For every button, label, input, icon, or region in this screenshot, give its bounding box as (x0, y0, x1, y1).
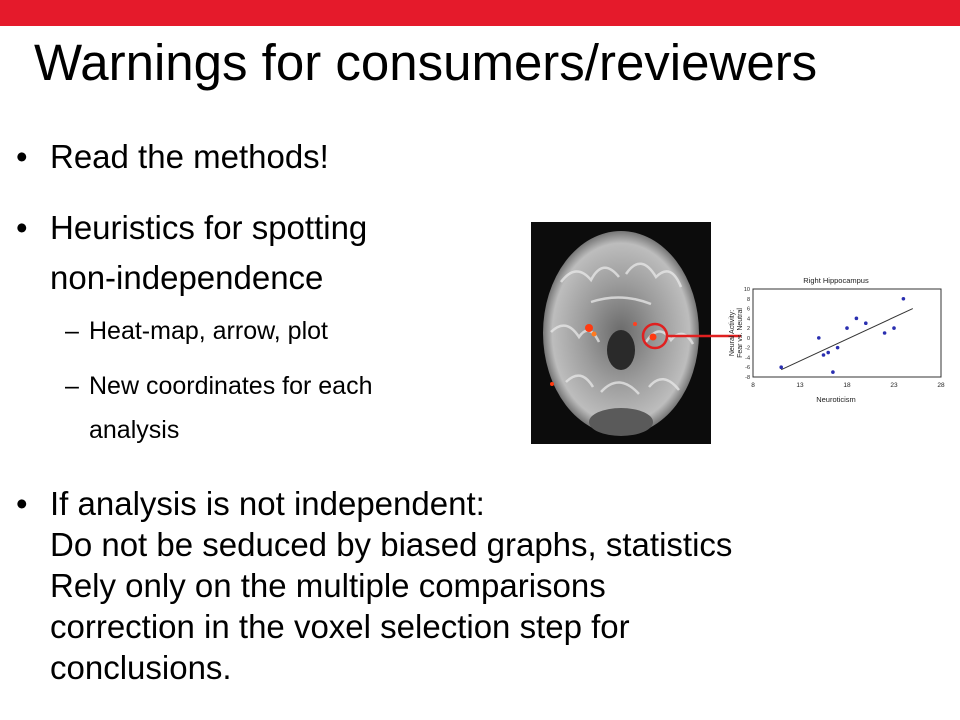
y-tick-label: -8 (745, 375, 750, 381)
cerebellum (589, 408, 653, 436)
activation-blob-left (585, 324, 593, 332)
x-tick-label: 8 (751, 382, 755, 389)
plot-title: Right Hippocampus (803, 276, 869, 285)
activation-blob-left-small (591, 331, 597, 337)
bullet-text-line3: Rely only on the multiple comparisons (50, 567, 606, 604)
y-tick-labels: 10 8 6 4 2 0 -2 -4 -6 -8 (744, 287, 750, 381)
sub-bullet-text: Heat-map, arrow, plot (89, 317, 328, 345)
scatter-point (831, 370, 835, 374)
x-axis-label: Neuroticism (816, 395, 856, 404)
y-tick-label: -4 (745, 355, 750, 361)
sub-bullet-text-line2: analysis (89, 416, 180, 444)
x-tick-label: 13 (796, 382, 804, 389)
y-tick-label: -2 (745, 346, 750, 352)
bullet-text-line2: Do not be seduced by biased graphs, stat… (50, 526, 733, 563)
sub-bullet-text-line1: New coordinates for each (89, 372, 373, 400)
brain-ventricle (607, 330, 635, 370)
bullet-text: Read the methods! (50, 138, 329, 175)
scatter-point (854, 316, 859, 321)
bullet-text-line4: correction in the voxel selection step f… (50, 608, 630, 645)
y-tick-label: 0 (747, 336, 750, 342)
x-tick-label: 23 (890, 382, 898, 389)
x-tick-label: 18 (843, 382, 851, 389)
bullet-marker: • (16, 138, 28, 175)
slide-title: Warnings for consumers/reviewers (34, 34, 818, 91)
activation-blob-lower (550, 382, 554, 386)
bullet-text-line2: non-independence (50, 259, 324, 296)
x-tick-labels: 8 13 18 23 28 (751, 382, 945, 389)
y-tick-label: 6 (747, 307, 750, 313)
brain-scan-figure: Right Hippocampus 10 8 6 4 2 0 -2 -4 -6 -8 8 13 18 2… (531, 222, 945, 444)
scatter-points (779, 296, 906, 374)
regression-line-path (780, 308, 914, 371)
y-tick-label: 8 (747, 297, 750, 303)
regression-line (780, 308, 914, 371)
scatter-point (826, 350, 830, 355)
scatter-point (779, 365, 783, 370)
scatter-point (864, 321, 868, 326)
plot-frame (752, 288, 942, 378)
activation-blob-right (649, 333, 657, 341)
bullet-text-line1: If analysis is not independent: (50, 485, 485, 522)
sub-bullet-marker: – (65, 372, 79, 400)
y-axis-label-line2: Fear vs. Neutral (737, 308, 744, 358)
activation-blob-center (633, 322, 637, 326)
y-tick-label: 10 (744, 287, 750, 293)
y-axis-label-line1: Neural Activity: (729, 310, 736, 356)
scatter-point (882, 331, 887, 335)
scatter-plot: Right Hippocampus 10 8 6 4 2 0 -2 -4 -6 -8 8 13 18 2… (729, 276, 945, 404)
bullet-text-line1: Heuristics for spotting (50, 209, 368, 246)
top-accent-bar (0, 0, 960, 26)
scatter-point (901, 296, 906, 301)
scatter-point (892, 326, 896, 330)
scatter-point (845, 326, 849, 330)
y-tick-label: 2 (747, 326, 750, 332)
y-tick-label: -6 (745, 365, 750, 371)
sub-bullet-marker: – (65, 317, 79, 345)
scatter-point (821, 353, 826, 357)
y-tick-label: 4 (747, 316, 750, 322)
scatter-point (835, 345, 840, 350)
scatter-point (817, 336, 821, 340)
bullet-marker: • (16, 485, 28, 522)
bullet-marker: • (16, 209, 28, 246)
bullet-text-line5: conclusions. (50, 649, 232, 686)
brain-figure-svg: Right Hippocampus 10 8 6 4 2 0 -2 -4 -6 -8 8 13 18 2… (531, 222, 945, 444)
x-tick-label: 28 (937, 382, 945, 389)
